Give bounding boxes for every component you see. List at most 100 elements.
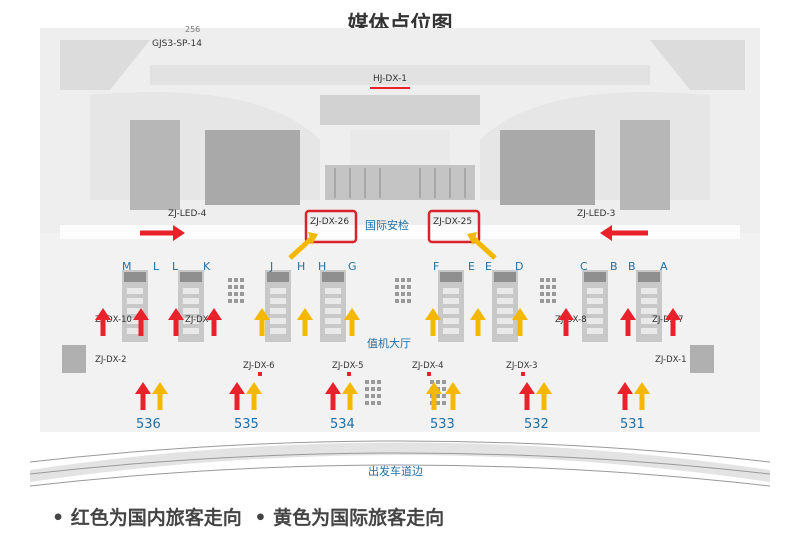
upper-arrow-7-shaft: [430, 318, 436, 336]
gate-533: 533: [430, 417, 455, 432]
lower-arrow-1: [152, 382, 168, 410]
queue-post-0-1-0: [228, 285, 232, 289]
counter-slot-3-3: [325, 318, 341, 324]
queue-post-2-0-1: [546, 278, 550, 282]
lower-arrow-1-shaft: [157, 392, 163, 410]
queue-post-2-1-0: [540, 285, 544, 289]
counter-letter-h-5: H: [297, 260, 305, 273]
upper-arrow-5: [297, 308, 313, 336]
counter-letter-a-15: A: [660, 260, 668, 273]
queue-post-3-3-2: [377, 401, 381, 405]
counter-slot-4-3: [443, 318, 459, 324]
counter-desk-1: [180, 272, 202, 282]
counter-desk-4: [440, 272, 462, 282]
queue-post-4-0-0: [430, 380, 434, 384]
counter-slot-3-1: [325, 298, 341, 304]
upper-arrow-1-shaft: [138, 318, 144, 336]
lower-arrow-5-shaft: [347, 392, 353, 410]
queue-post-0-0-2: [240, 278, 244, 282]
queue-post-3-3-0: [365, 401, 369, 405]
queue-post-0-2-0: [228, 292, 232, 296]
counter-slot-4-0: [443, 288, 459, 294]
lower-arrow-10-shaft: [622, 392, 628, 410]
upper-arrow-10-head: [558, 308, 574, 320]
lower-arrow-6-shaft: [431, 392, 437, 410]
counter-desk-6: [584, 272, 606, 282]
counter-slot-4-2: [443, 308, 459, 314]
upper-arrow-3: [206, 308, 222, 336]
queue-post-3-1-1: [371, 387, 375, 391]
queue-post-1-3-0: [395, 299, 399, 303]
central-hall: [320, 95, 480, 125]
arrow-to-dx26-head: [308, 232, 318, 245]
queue-post-1-2-0: [395, 292, 399, 296]
queue-post-4-3-2: [442, 401, 446, 405]
upper-arrow-4-shaft: [259, 318, 265, 336]
side-sign-1: ZJ-DX-9: [185, 315, 217, 325]
security-lanes: [325, 165, 475, 200]
upper-arrow-9-head: [512, 308, 528, 320]
checkin-counters: [62, 270, 714, 405]
queue-post-1-1-0: [395, 285, 399, 289]
upper-arrow-10-shaft: [563, 318, 569, 336]
upper-arrow-5-shaft: [302, 318, 308, 336]
queue-post-4-1-2: [442, 387, 446, 391]
counter-slot-3-0: [325, 288, 341, 294]
counter-slot-1-0: [183, 288, 199, 294]
lower-arrow-9-shaft: [541, 392, 547, 410]
upper-arrow-0: [95, 308, 111, 336]
queue-post-1-0-2: [407, 278, 411, 282]
counter-slot-0-2: [127, 308, 143, 314]
left-outer-block: [130, 120, 180, 210]
queue-post-1-1-1: [401, 285, 405, 289]
mid-sign-marker-2: [427, 372, 431, 376]
left-side-block: [62, 345, 86, 373]
queue-post-0-2-2: [240, 292, 244, 296]
flow-arrows: [95, 225, 681, 410]
counter-slot-1-1: [183, 298, 199, 304]
counter-desk-3: [322, 272, 344, 282]
counter-letter-l-1: L: [153, 260, 160, 273]
led-left-label: ZJ-LED-4: [168, 209, 207, 219]
queue-post-2-2-0: [540, 292, 544, 296]
upper-arrow-9-shaft: [517, 318, 523, 336]
upper-arrow-8: [470, 308, 486, 336]
upper-arrow-8-shaft: [475, 318, 481, 336]
counter-slot-6-0: [587, 288, 603, 294]
queue-post-1-0-0: [395, 278, 399, 282]
hall-label: 值机大厅: [367, 336, 411, 350]
counter-slot-6-2: [587, 308, 603, 314]
queue-post-2-1-2: [552, 285, 556, 289]
gate-534: 534: [330, 417, 355, 432]
queue-post-1-3-2: [407, 299, 411, 303]
upper-arrow-12-shaft: [670, 318, 676, 336]
lower-arrow-3-shaft: [251, 392, 257, 410]
lower-arrow-11-head: [634, 382, 650, 394]
mid-sign-3: ZJ-DX-3: [506, 361, 538, 371]
highlight-left-label: ZJ-DX-26: [310, 217, 349, 227]
legend-domestic: • 红色为国内旅客走向: [52, 507, 242, 529]
lower-arrow-7-shaft: [450, 392, 456, 410]
counter-slot-7-4: [641, 328, 657, 334]
departure-lane-top: [30, 442, 770, 482]
queue-post-4-0-1: [436, 380, 440, 384]
queue-post-4-3-1: [436, 401, 440, 405]
queue-post-1-1-2: [407, 285, 411, 289]
counter-slot-7-2: [641, 308, 657, 314]
side-sign-4: ZJ-DX-2: [95, 355, 127, 365]
upper-arrow-6: [344, 308, 360, 336]
upper-arrow-10: [558, 308, 574, 336]
counter-slot-1-4: [183, 328, 199, 334]
lower-arrow-7-head: [445, 382, 461, 394]
counter-slot-0-4: [127, 328, 143, 334]
mid-sign-marker-0: [258, 372, 262, 376]
arrow-to-led-right-shaft: [610, 230, 648, 236]
lower-arrow-9-head: [536, 382, 552, 394]
gate-532: 532: [524, 417, 549, 432]
upper-left-structure: [60, 40, 150, 90]
lower-arrow-3-head: [246, 382, 262, 394]
counter-letter-j-4: J: [269, 260, 273, 273]
curb-label: 出发车道边: [368, 464, 423, 478]
queue-post-0-0-1: [234, 278, 238, 282]
